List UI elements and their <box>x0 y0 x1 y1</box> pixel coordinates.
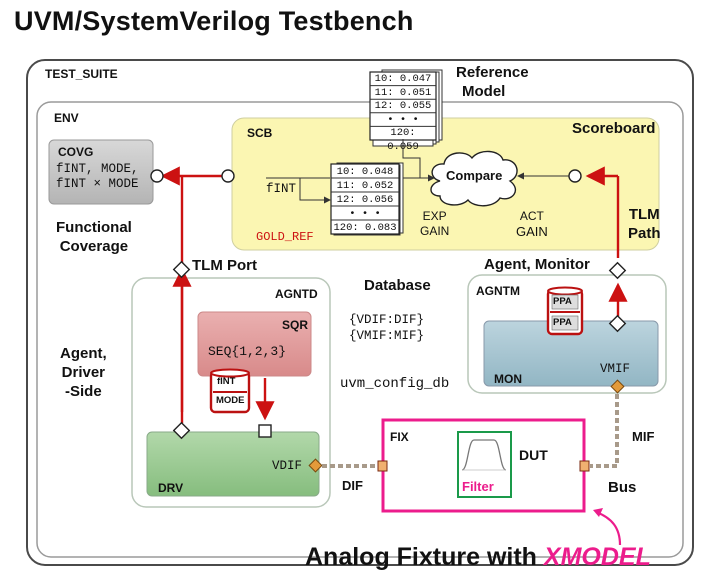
reference-model-line-1: Reference <box>456 64 529 81</box>
caption: Analog Fixture with XMODEL <box>305 543 651 572</box>
agent-driver-label: Agent, Driver -Side <box>60 344 107 401</box>
bus-label: Bus <box>608 479 637 496</box>
reference-model-table: 10: 0.047 11: 0.051 12: 0.055 • • • 120:… <box>372 73 434 155</box>
reference-model-stack <box>369 69 443 147</box>
fix-left-port <box>377 460 388 472</box>
fint-mode-db-icon <box>209 368 251 414</box>
reference-model-label: Reference Model <box>456 63 529 101</box>
functional-coverage-line-1: Functional <box>56 219 132 236</box>
fint-db-label: fINT <box>217 376 236 387</box>
covg-label: COVG <box>58 145 94 159</box>
agent-driver-line-1: Agent, <box>60 345 107 362</box>
env-label: ENV <box>54 111 79 125</box>
agntd-label: AGNTD <box>275 287 318 301</box>
covg-content: fINT, MODE, fINT × MODE <box>56 162 139 192</box>
exp-gain-line-2: GAIN <box>420 224 450 238</box>
mon-port-diamond <box>608 314 627 333</box>
fint-signal-label: fINT <box>266 182 297 196</box>
vmif-label: VMIF <box>600 362 631 376</box>
gold-row: 12: 0.056 <box>336 194 394 206</box>
scb-left-port-circle <box>221 169 235 183</box>
caption-prefix: Analog Fixture with <box>305 543 544 571</box>
covg-line-2: fINT × MODE <box>56 177 139 191</box>
scb-label: SCB <box>247 126 273 140</box>
ppa-label-top: PPA <box>553 296 572 307</box>
scoreboard-label: Scoreboard <box>572 120 656 137</box>
ref-row: 11: 0.051 <box>374 86 432 99</box>
drv-label: DRV <box>158 481 184 495</box>
fix-right-port <box>579 460 590 472</box>
sqr-box <box>197 311 312 377</box>
agntm-port-diamond <box>608 261 627 280</box>
seq-label: SEQ{1,2,3} <box>208 344 287 359</box>
gold-ref-label: GOLD_REF <box>256 230 314 244</box>
functional-coverage-label: Functional Coverage <box>56 218 132 256</box>
gold-row: • • • <box>349 208 381 220</box>
ref-row: 120: 0.059 <box>387 127 419 153</box>
config-entry-vmif: {VMIF:MIF} <box>349 329 425 343</box>
gold-row: 11: 0.052 <box>336 180 394 192</box>
fix-label: FIX <box>390 430 409 444</box>
ref-row: 10: 0.047 <box>374 73 432 85</box>
agent-driver-line-3: -Side <box>64 383 102 400</box>
page-title: UVM/SystemVerilog Testbench <box>14 6 414 36</box>
dut-label: DUT <box>519 447 548 463</box>
vdif-port-diamond <box>308 458 323 473</box>
sqr-drv-port-square <box>258 424 272 438</box>
database-label: Database <box>364 277 431 294</box>
mif-label: MIF <box>632 429 655 444</box>
config-entry-vdif: {VDIF:DIF} <box>349 313 425 327</box>
tlm-port-diamond <box>172 260 191 279</box>
agntm-label: AGNTM <box>476 284 520 298</box>
gold-row: 10: 0.048 <box>336 166 394 178</box>
tlm-path-line-2: Path <box>628 225 661 242</box>
mif-bus-line <box>590 394 619 468</box>
ref-row: • • • <box>387 113 419 126</box>
mon-label: MON <box>494 372 522 386</box>
tlm-port-label: TLM Port <box>192 257 257 274</box>
dif-label: DIF <box>342 478 363 493</box>
vmif-port-diamond <box>610 379 625 394</box>
sqr-label: SQR <box>282 318 309 332</box>
tlm-path-label: TLM Path <box>628 205 661 243</box>
config-entries: {VDIF:DIF} {VMIF:MIF} <box>349 312 424 344</box>
covg-line-1: fINT, MODE, <box>56 162 139 176</box>
filter-label: Filter <box>462 479 494 494</box>
functional-coverage-line-2: Coverage <box>59 238 129 255</box>
filter-response-icon <box>461 439 507 471</box>
agent-monitor-label: Agent, Monitor <box>484 256 590 273</box>
gold-ref-table: 10: 0.048 11: 0.052 12: 0.056 • • • 120:… <box>332 165 398 235</box>
exp-gain-line-1: EXP <box>422 209 447 223</box>
scb-right-port-circle <box>568 169 582 183</box>
caption-accent: XMODEL <box>543 543 651 571</box>
test-suite-label: TEST_SUITE <box>45 67 118 81</box>
agent-driver-line-2: Driver <box>61 364 106 381</box>
gold-row: 120: 0.083 <box>333 222 397 234</box>
tlm-path-line-1: TLM <box>628 206 660 223</box>
drv-port-diamond <box>172 421 191 440</box>
reference-model-line-2: Model <box>462 83 506 100</box>
act-gain-line-2: GAIN <box>516 224 548 239</box>
tlm-arrows <box>160 166 628 423</box>
exp-gain-label: EXP GAIN <box>420 209 449 239</box>
covg-port-circle <box>150 169 164 183</box>
gold-ref-stack <box>330 162 404 236</box>
compare-label: Compare <box>446 168 503 183</box>
mode-db-label: MODE <box>216 395 245 406</box>
ppa-label-bottom: PPA <box>553 317 572 328</box>
act-gain-line-1: ACT <box>519 209 544 223</box>
ref-row: 12: 0.055 <box>374 100 432 113</box>
act-gain-label: ACT GAIN <box>516 209 548 239</box>
vdif-label: VDIF <box>272 459 303 473</box>
ppa-db-icon <box>546 286 584 336</box>
uvm-config-db-label: uvm_config_db <box>340 376 450 392</box>
compare-cloud <box>430 150 518 207</box>
